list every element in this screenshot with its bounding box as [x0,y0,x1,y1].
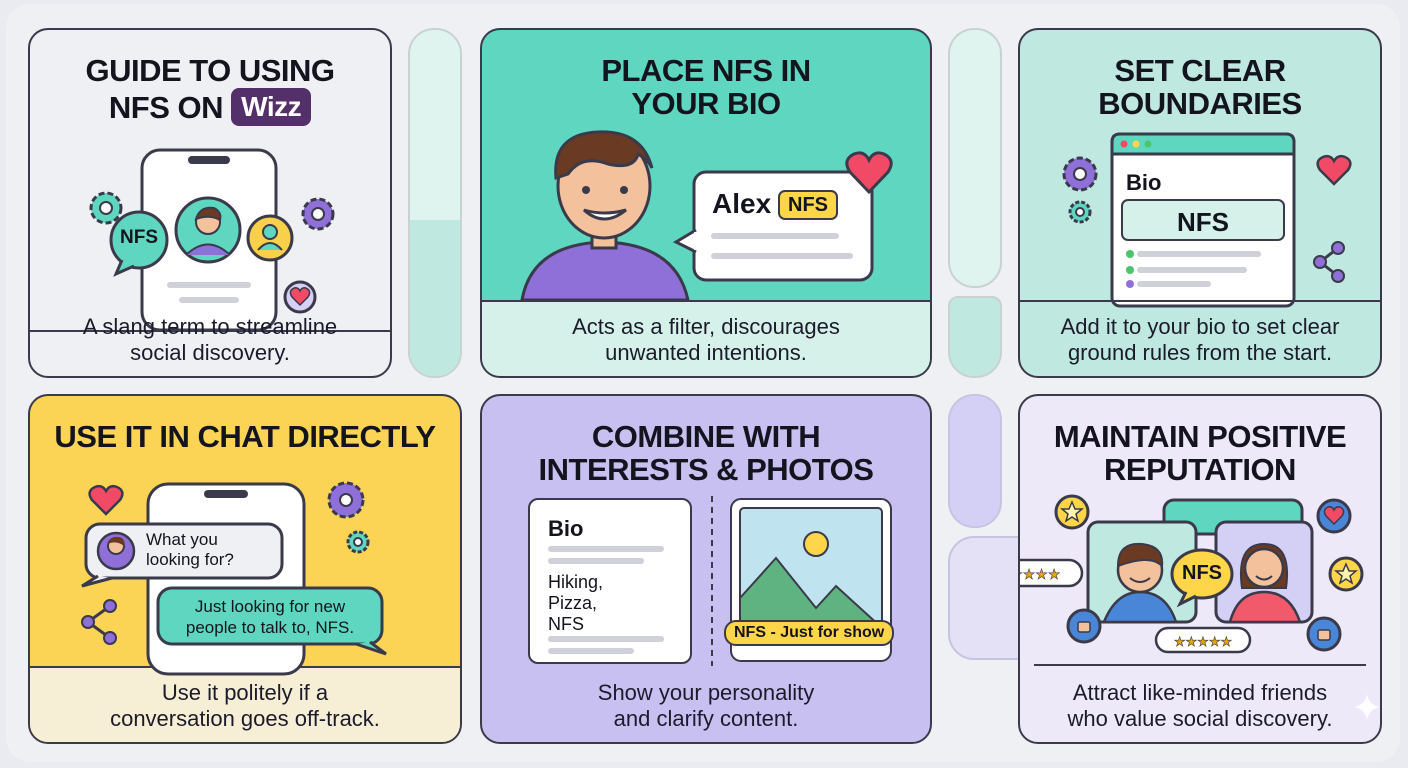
share-icon [1313,241,1345,283]
decorative-strip-5 [948,394,1002,528]
divider-dashed [711,496,713,666]
svg-text:★★★★★: ★★★★★ [1174,635,1232,650]
wizz-logo: Wizz [231,88,312,126]
guide-caption: A slang term to streamline social discov… [30,314,390,366]
panel-guide: GUIDE TO USING NFS ON Wizz NFS [28,28,392,378]
reputation-nfs-badge: NFS [1182,562,1222,584]
nfs-badge-bubble [109,210,169,277]
chat-reply-line1: Just looking for new [194,597,346,616]
gear-icon [1062,156,1098,224]
combine-title: COMBINE WITH INTERESTS & PHOTOS [482,420,930,486]
guide-title-line2: NFS ON [108,90,224,126]
bio-caption-line2: unwanted intentions. [605,340,807,365]
chat-question-text: What you looking for? [146,530,234,570]
guide-caption-line2: social discovery. [130,340,290,365]
chat-caption: Use it politely if a conversation goes o… [30,680,460,732]
photo-nfs-tag: NFS - Just for show [724,620,895,646]
combine-title-line1: COMBINE WITH [591,419,821,454]
bio-caption: Acts as a filter, discourages unwanted i… [482,314,930,366]
boundaries-caption-line2: ground rules from the start. [1067,340,1333,365]
reputation-caption-line1: Attract like-minded friends [1072,680,1328,705]
guide-title-line1: GUIDE TO USING [85,53,335,88]
combine-bio-label: Bio [548,516,584,541]
combine-caption-line1: Show your personality [597,680,815,705]
bio-title: PLACE NFS IN YOUR BIO [482,54,930,120]
guide-title-line2-row: NFS ON Wizz [30,88,390,129]
boundaries-title-line2: BOUNDARIES [1098,86,1302,121]
placeholder-line [548,648,634,654]
combine-caption-line2: and clarify content. [613,706,799,731]
boundaries-divider [1020,300,1380,302]
guide-title: GUIDE TO USING NFS ON Wizz [30,54,390,129]
chat-question-line1: What you [146,530,218,549]
panel-bio: PLACE NFS IN YOUR BIO Alex NFS Acts as a… [480,28,932,378]
friends-illustration: ★★★★★ ★★★★★ [1018,494,1364,654]
chat-caption-line2: conversation goes off-track. [110,706,380,731]
phone-illustration [89,148,335,332]
heart-icon [845,151,893,195]
reputation-divider [1034,664,1366,666]
guide-divider [30,330,390,332]
panel-reputation: MAINTAIN POSITIVE REPUTATION [1018,394,1382,744]
chat-title: USE IT IN CHAT DIRECTLY [54,419,436,454]
placeholder-line [548,546,664,552]
person-illustration [520,130,690,302]
boundaries-nfs-field: NFS [1177,207,1229,237]
decorative-strip-3 [948,296,1002,378]
combine-title-line2: INTERESTS & PHOTOS [538,452,874,487]
sparkle-icon [1354,694,1380,720]
interest-item: Pizza, [548,593,598,613]
guide-caption-line1: A slang term to streamline [82,314,338,339]
boundaries-title: SET CLEAR BOUNDARIES [1020,54,1380,120]
heart-icon [1316,154,1352,186]
panel-chat: USE IT IN CHAT DIRECTLY What you looking… [28,394,462,744]
reputation-title: MAINTAIN POSITIVE REPUTATION [1020,420,1380,486]
boundaries-bio-label: Bio [1126,170,1162,195]
bio-title-line1: PLACE NFS IN [601,53,811,88]
reputation-title-line2: REPUTATION [1104,452,1296,487]
placeholder-line [548,636,664,642]
panel-boundaries: SET CLEAR BOUNDARIES Bio NFS Add it to y… [1018,28,1382,378]
bio-caption-line1: Acts as a filter, discourages [572,314,840,339]
bio-nfs-tag: NFS [778,190,838,220]
chat-question-line2: looking for? [146,550,234,569]
reputation-caption-line2: who value social discovery. [1067,706,1333,731]
chat-reply-line2: people to talk to, NFS. [185,618,355,637]
phone-illustration [81,481,387,676]
svg-text:★★★★★: ★★★★★ [1018,567,1060,583]
reputation-title-line1: MAINTAIN POSITIVE [1053,419,1347,454]
combine-caption: Show your personality and clarify conten… [482,680,930,732]
boundaries-caption: Add it to your bio to set clear ground r… [1020,314,1380,366]
bio-card: Bio Hiking, Pizza, NFS [528,498,692,664]
placeholder-line [548,558,644,564]
decorative-strip-1 [408,28,462,378]
bio-title-line2: YOUR BIO [631,86,781,121]
decorative-strip-2 [948,28,1002,288]
boundaries-title-line1: SET CLEAR [1114,53,1286,88]
interest-item: NFS [548,614,584,634]
boundaries-caption-line1: Add it to your bio to set clear [1060,314,1340,339]
bio-name: Alex [712,188,772,219]
bio-caption-area [482,300,930,376]
combine-interests: Hiking, Pizza, NFS [548,572,603,635]
reputation-caption: Attract like-minded friends who value so… [1020,680,1380,732]
browser-window-illustration [1110,132,1296,308]
guide-nfs-badge: NFS [120,227,158,248]
panel-combine: COMBINE WITH INTERESTS & PHOTOS Bio Hiki… [480,394,932,744]
interest-item: Hiking, [548,572,604,592]
chat-reply-text: Just looking for new people to talk to, … [158,596,382,638]
chat-caption-line1: Use it politely if a [161,680,329,705]
